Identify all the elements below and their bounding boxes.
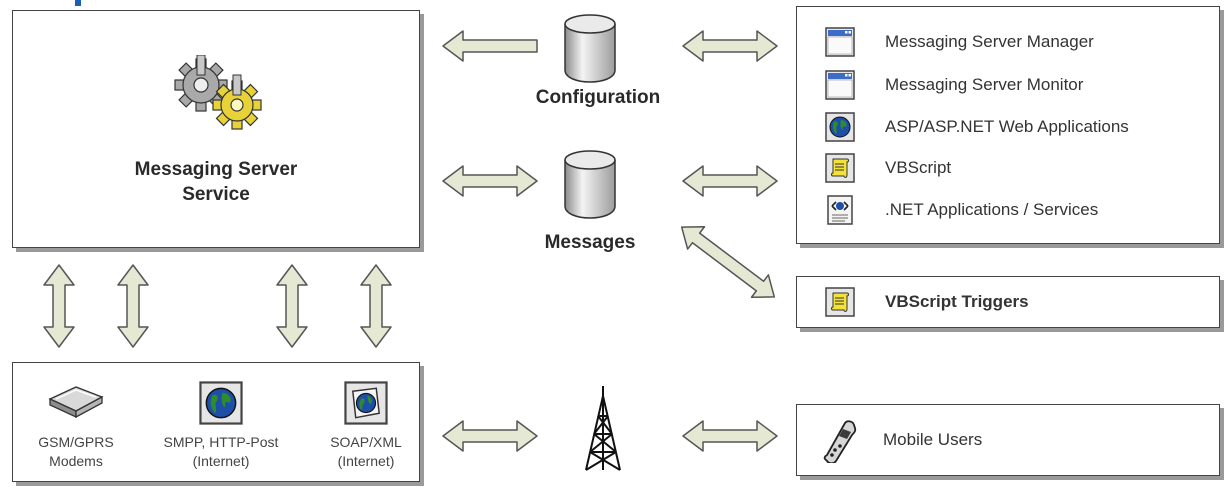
service-title-line2: Service <box>182 184 250 205</box>
gateway-soap-line2: (Internet) <box>337 453 395 469</box>
messages-triggers-arrow <box>680 225 776 299</box>
globe-icon <box>199 381 243 425</box>
vertical-double-arrow <box>360 264 392 348</box>
client-row: .NET Applications / Services <box>825 192 1098 228</box>
script-scroll-icon <box>825 153 855 183</box>
configuration-database-icon <box>564 14 616 83</box>
mobile-users-box: Mobile Users <box>796 404 1220 476</box>
modem-icon <box>48 386 104 419</box>
mobile-users-label: Mobile Users <box>883 430 983 449</box>
client-row: ASP/ASP.NET Web Applications <box>825 109 1129 145</box>
gateway-smpp: SMPP, HTTP-Post (Internet) <box>151 381 291 471</box>
gateways-box: GSM/GPRS Modems SMPP, HTTP-Post (Interne… <box>12 362 420 482</box>
gateway-smpp-line2: (Internet) <box>192 453 250 469</box>
messages-database-icon <box>564 150 616 219</box>
vertical-double-arrow <box>276 264 308 348</box>
service-gateway-arrows <box>43 264 392 348</box>
clients-box: Messaging Server Manager Messaging Serve… <box>796 6 1220 244</box>
config-to-service-arrow <box>442 30 538 62</box>
script-scroll-icon <box>825 287 855 317</box>
radio-tower-icon <box>585 386 621 471</box>
triggers-label: VBScript Triggers <box>885 292 1029 311</box>
gateway-soap: SOAP/XML (Internet) <box>311 381 421 471</box>
gears-icon <box>174 55 262 130</box>
vertical-double-arrow <box>117 264 149 348</box>
web-globe-icon <box>825 112 855 142</box>
client-row: Messaging Server Manager <box>825 24 1094 60</box>
messages-service-arrow <box>442 165 538 197</box>
service-title-line1: Messaging Server <box>134 159 298 180</box>
config-clients-arrow <box>682 30 778 62</box>
gateway-gsm: GSM/GPRS Modems <box>21 381 131 471</box>
dotnet-icon <box>825 195 855 225</box>
vertical-double-arrow <box>43 264 75 348</box>
client-row: VBScript <box>825 150 951 186</box>
client-label: ASP/ASP.NET Web Applications <box>885 117 1129 136</box>
messages-clients-arrow <box>682 165 778 197</box>
corner-accent <box>75 0 81 6</box>
client-label: Messaging Server Monitor <box>885 75 1084 94</box>
mobile-phone-icon <box>823 420 857 463</box>
messaging-server-service-box: Messaging Server Service <box>12 10 420 248</box>
service-title: Messaging Server Service <box>13 157 419 207</box>
client-label: Messaging Server Manager <box>885 32 1094 51</box>
client-row: Messaging Server Monitor <box>825 67 1083 103</box>
client-label: .NET Applications / Services <box>885 200 1099 219</box>
gateway-gsm-line1: GSM/GPRS <box>38 434 114 450</box>
gateway-tower-arrow <box>442 420 538 452</box>
configuration-label: Configuration <box>535 87 661 108</box>
window-icon <box>825 70 855 100</box>
gateway-gsm-line2: Modems <box>49 453 103 469</box>
gateway-soap-line1: SOAP/XML <box>330 434 402 450</box>
client-label: VBScript <box>885 158 952 177</box>
window-icon <box>825 27 855 57</box>
messages-label: Messages <box>544 232 636 253</box>
gateway-smpp-line1: SMPP, HTTP-Post <box>163 434 279 450</box>
vbscript-triggers-box: VBScript Triggers <box>796 276 1220 328</box>
tower-mobile-arrow <box>682 420 778 452</box>
soap-globe-icon <box>344 381 388 425</box>
